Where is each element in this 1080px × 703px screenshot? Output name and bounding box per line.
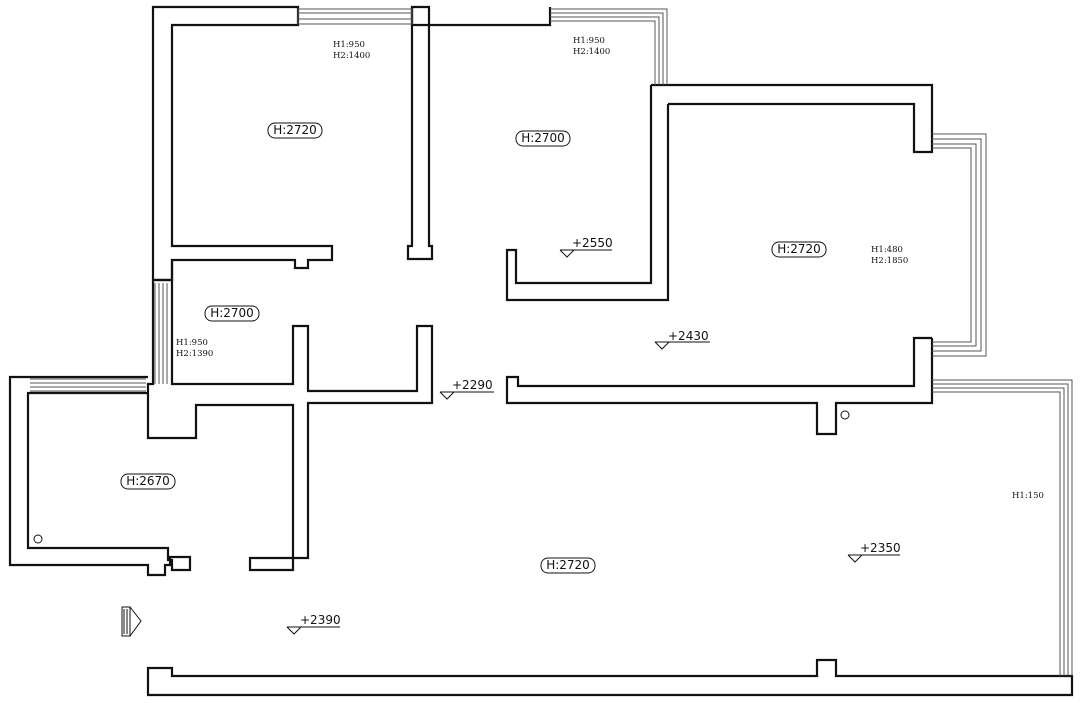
elevation-marker: +2350 <box>847 541 901 563</box>
svg-text:+2350: +2350 <box>860 541 901 555</box>
sill-h2: H2:1400 <box>573 47 610 57</box>
sill-h2: H2:1400 <box>333 51 370 61</box>
wall-bottom <box>146 658 1074 697</box>
room-height-label: H:2700 <box>210 306 254 320</box>
window-right-bay <box>932 133 987 357</box>
sill-annotations: H1:950 H2:1400 H1:950 H2:1400 H1:480 H2:… <box>176 36 1044 501</box>
svg-text:+2550: +2550 <box>572 236 613 250</box>
wall-top-middle-right <box>505 85 670 302</box>
room-labels: H:2720 H:2700 H:2720 H:2700 H:2670 H:272… <box>120 122 827 574</box>
sill-h2: H2:1390 <box>176 349 213 359</box>
elevation-marker: +2290 <box>439 378 494 400</box>
room-height-label: H:2720 <box>546 558 590 572</box>
svg-text:+2290: +2290 <box>452 378 493 392</box>
room-height-label: H:2670 <box>126 474 170 488</box>
elevation-markers: +2550 +2430 +2290 +2350 +2390 <box>286 236 901 635</box>
svg-text:+2430: +2430 <box>668 329 709 343</box>
entrance-door-icon <box>121 606 142 637</box>
elevation-marker: +2550 <box>559 236 613 258</box>
sill-h1: H1:950 <box>333 40 365 50</box>
sill-h1: H1:150 <box>1012 491 1044 501</box>
wall-kitchen <box>8 375 192 577</box>
wall-small-room <box>146 260 434 572</box>
window-kitchen <box>30 378 146 392</box>
elevation-marker: +2390 <box>286 613 341 635</box>
wall-top-middle-top <box>410 7 552 27</box>
room-height-label: H:2700 <box>521 131 565 145</box>
sill-h2: H2:1850 <box>871 256 908 266</box>
wall-right-room <box>505 83 934 436</box>
window-balcony <box>932 379 1073 676</box>
pipe-icon <box>840 410 850 420</box>
sill-h1: H1:950 <box>573 36 605 46</box>
wall-top-divider <box>406 5 434 261</box>
drain-icon <box>33 534 43 544</box>
room-height-label: H:2720 <box>777 242 821 256</box>
window-small-room <box>154 283 168 384</box>
sill-h1: H1:480 <box>871 245 903 255</box>
window-top-left <box>297 8 413 25</box>
window-top-middle <box>550 8 668 85</box>
wall-top-left-outer <box>151 5 334 282</box>
svg-text:+2390: +2390 <box>300 613 341 627</box>
room-height-label: H:2720 <box>273 123 317 137</box>
walls <box>8 5 1074 697</box>
windows <box>30 8 1073 676</box>
elevation-marker: +2430 <box>654 329 710 350</box>
sill-h1: H1:950 <box>176 338 208 348</box>
